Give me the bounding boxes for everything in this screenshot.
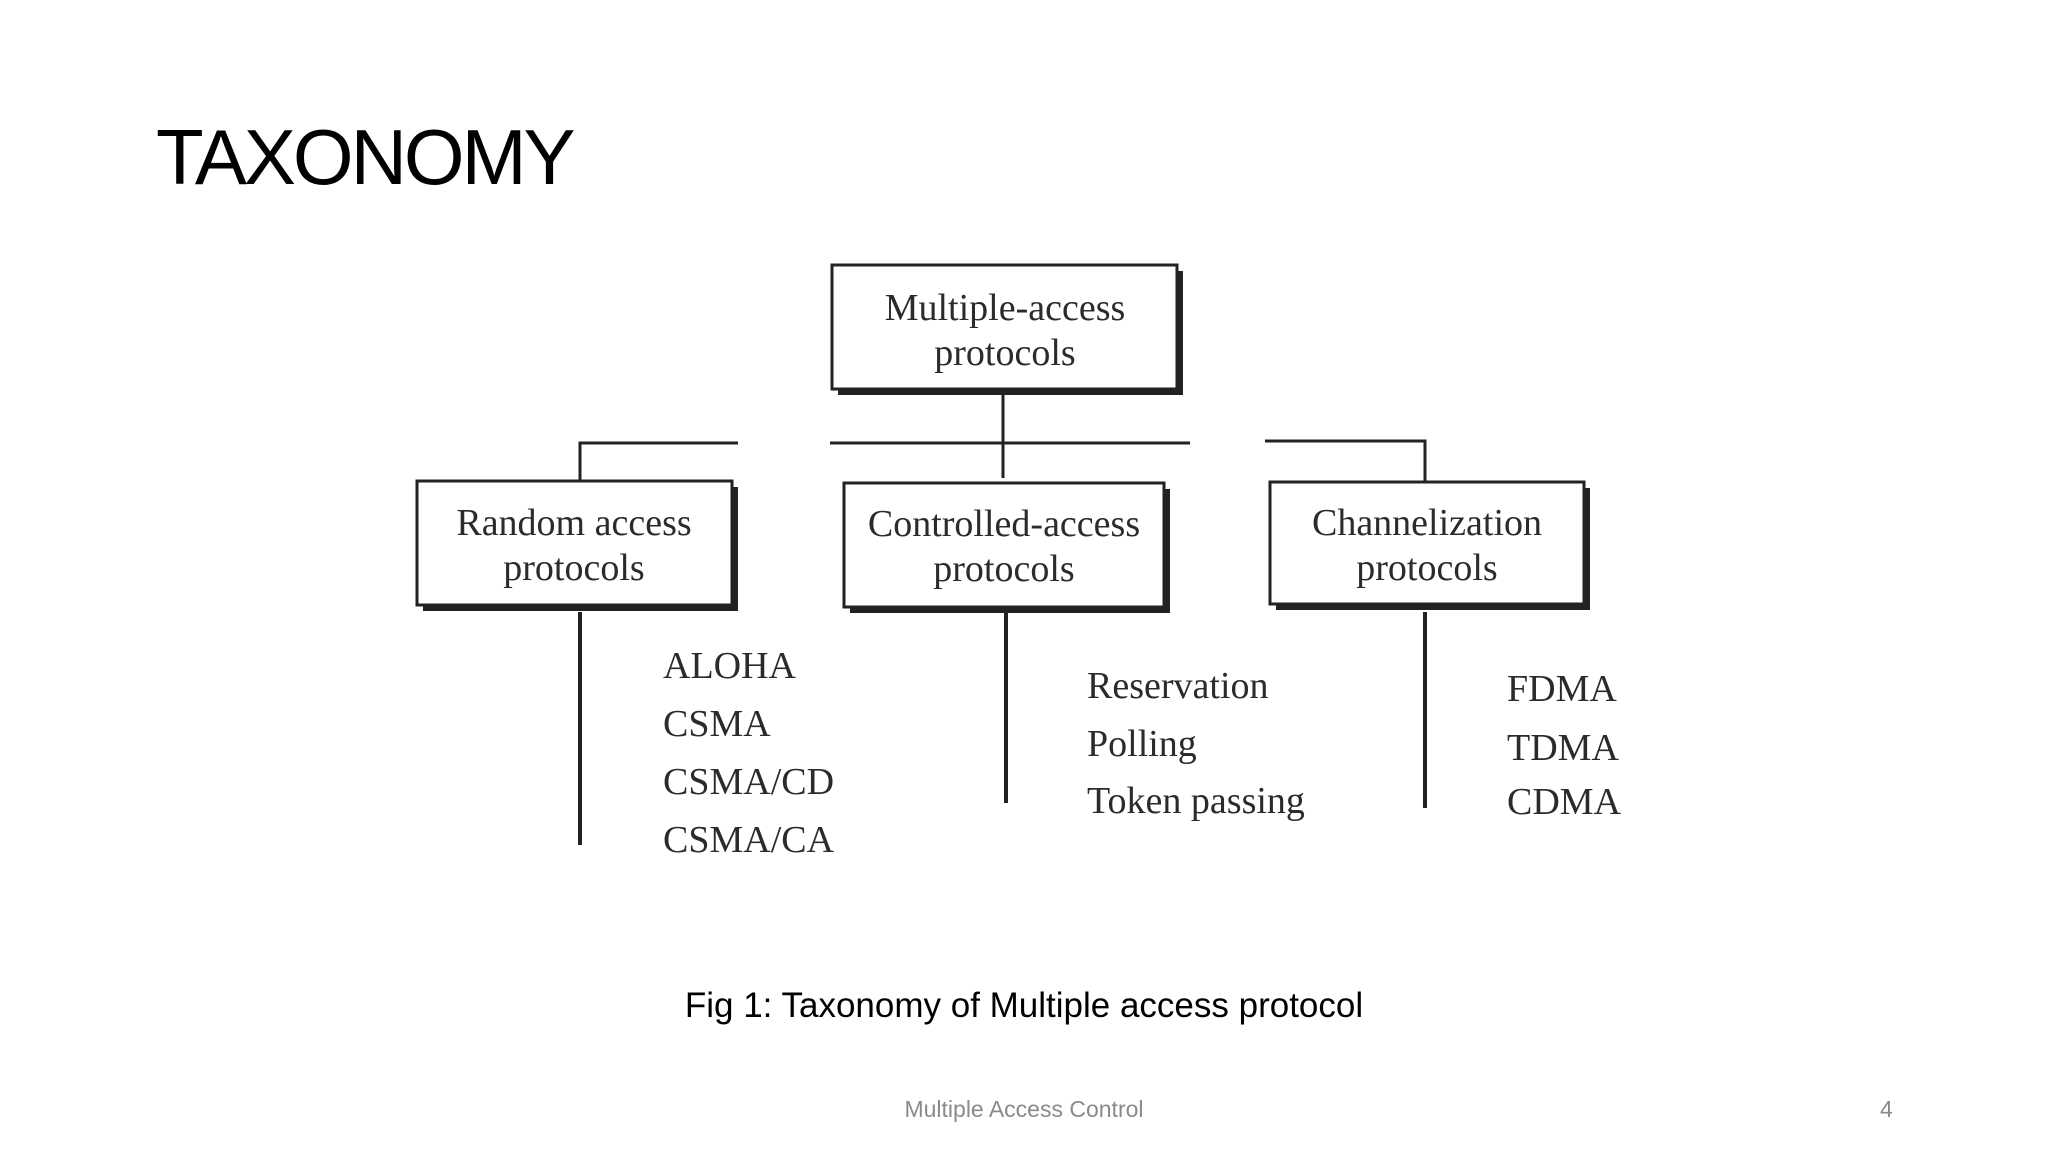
page-number: 4 <box>1880 1096 1893 1122</box>
controlled-access-node: Controlled-access protocols <box>842 481 1170 613</box>
list-item: CSMA <box>663 703 771 745</box>
channelization-list: FDMA TDMA CDMA <box>1507 668 1622 823</box>
list-item: CSMA/CD <box>663 761 834 803</box>
random-access-list: ALOHA CSMA CSMA/CD CSMA/CA <box>663 645 835 861</box>
right-connector-line <box>1265 439 1427 482</box>
root-node: Multiple-access protocols <box>830 263 1183 395</box>
channel-label-line1: Channelization <box>1312 502 1542 544</box>
slide-title: TAXONOMY <box>156 113 576 201</box>
list-item: Reservation <box>1087 665 1269 707</box>
list-item: ALOHA <box>663 645 797 687</box>
random-access-node: Random access protocols <box>415 479 738 611</box>
channel-label-line2: protocols <box>1356 547 1497 589</box>
list-item: CDMA <box>1507 781 1622 823</box>
list-item: CSMA/CA <box>663 819 835 861</box>
list-item: TDMA <box>1507 727 1619 769</box>
root-label-line2: protocols <box>934 332 1075 374</box>
list-item: Polling <box>1087 723 1197 765</box>
controlled-label-line1: Controlled-access <box>868 503 1140 545</box>
slide-footer: Multiple Access Control <box>904 1096 1144 1122</box>
list-item: Token passing <box>1087 780 1305 822</box>
figure-caption: Fig 1: Taxonomy of Multiple access proto… <box>684 986 1364 1025</box>
root-label-line1: Multiple-access <box>885 287 1126 329</box>
controlled-access-list: Reservation Polling Token passing <box>1087 665 1305 822</box>
controlled-label-line2: protocols <box>933 548 1074 590</box>
list-item: FDMA <box>1507 668 1617 710</box>
channelization-node: Channelization protocols <box>1268 480 1590 610</box>
random-label-line2: protocols <box>503 547 644 589</box>
random-label-line1: Random access <box>456 502 691 544</box>
